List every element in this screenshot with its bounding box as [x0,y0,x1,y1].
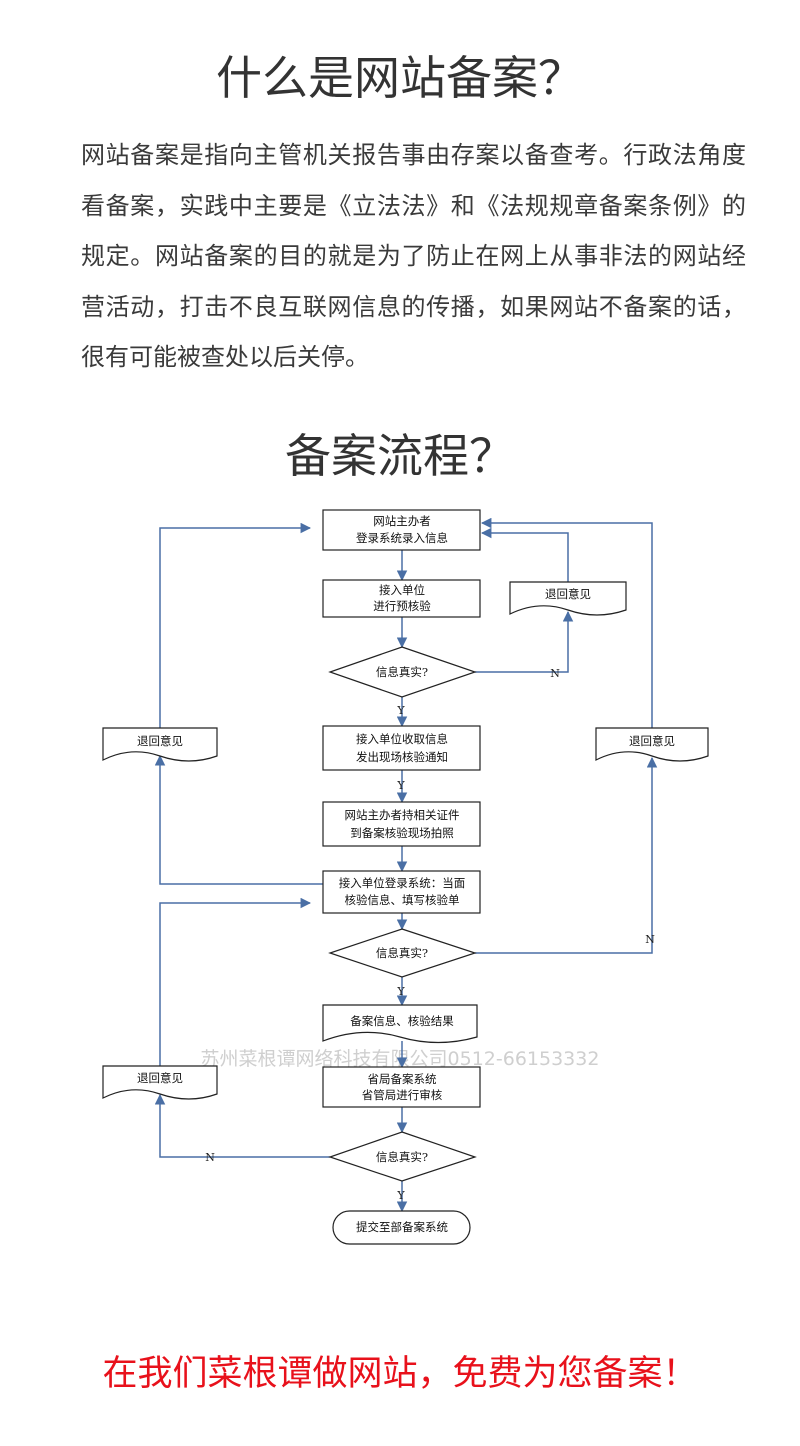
node-return-opinion-2-label: 退回意见 [137,734,183,748]
node-access-precheck-line2: 进行预核验 [373,599,431,613]
node-collect-info-line1: 接入单位收取信息 [356,732,448,746]
node-return-opinion-4 [102,1065,218,1100]
edge-label-d3-yes: Y [396,1189,405,1202]
promo-banner: 在我们菜根谭做网站，免费为您备案！ [102,1354,698,1394]
flow-title: 备案流程？ [285,429,515,483]
node-return-opinion-2 [102,727,218,762]
node-provincial-review [322,1066,481,1108]
node-submit-ministry-label: 提交至部备案系统 [356,1220,448,1234]
decision-verify-1-label: 信息真实? [376,665,428,679]
page-title: 什么是网站备案？ [216,51,584,105]
node-return-opinion-3-label: 退回意见 [629,734,675,748]
node-photo-verify-line1: 网站主办者持相关证件 [345,808,460,822]
edge-label-d3-no: N [205,1151,215,1164]
node-host-login-line2: 登录系统录入信息 [356,531,448,545]
node-return-opinion-1 [509,581,627,616]
node-filing-result [322,1004,478,1044]
node-submit-ministry [332,1210,471,1245]
node-onsite-verify-line2: 核验信息、填写核验单 [345,893,460,907]
node-access-precheck [322,579,481,618]
node-provincial-review-line2: 省管局进行审核 [362,1088,443,1102]
node-photo-verify [322,801,481,847]
node-host-login-line1: 网站主办者 [373,514,431,528]
decision-verify-3-label: 信息真实? [376,1150,428,1164]
node-collect-info [322,725,481,771]
decision-verify-2 [328,928,477,978]
connector-lines [154,517,658,1213]
flowchart-diagram: 苏州菜根谭网络科技有限公司0512-66153332 [102,509,709,1245]
node-return-opinion-4-label: 退回意见 [137,1071,183,1085]
edge-label-d2-yes: Y [396,985,405,998]
node-return-opinion-1-label: 退回意见 [545,587,591,601]
node-access-precheck-line1: 接入单位 [379,583,425,597]
decision-verify-1 [328,646,477,698]
edge-label-d2-no: N [645,933,655,946]
edge-label-d1-yes: Y [396,704,405,717]
node-onsite-verify-line1: 接入单位登录系统：当面 [339,876,466,890]
node-filing-result-label: 备案信息、核验结果 [350,1014,454,1028]
edge-label-n3-out: Y [396,779,405,792]
decision-verify-3 [328,1131,477,1182]
decision-verify-2-label: 信息真实? [376,946,428,960]
node-return-opinion-3 [595,727,709,762]
edge-label-d1-no: N [550,667,560,680]
node-collect-info-line2: 发出现场核验通知 [356,750,448,764]
node-photo-verify-line2: 到备案核验现场拍照 [350,826,454,840]
node-provincial-review-line1: 省局备案系统 [368,1072,437,1086]
intro-paragraph: 网站备案是指向主管机关报告事由存案以备查考。行政法角度看备案，实践中主要是《立法… [81,141,746,371]
node-onsite-verify [322,870,481,914]
node-host-login [322,509,481,551]
